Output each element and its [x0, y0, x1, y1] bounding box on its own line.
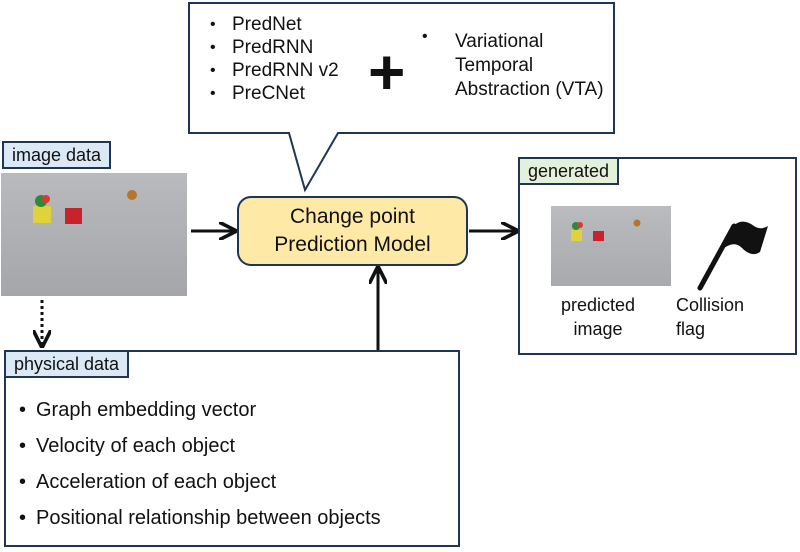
model-item: PredRNN v2 [192, 59, 382, 82]
model-list: PredNet PredRNN PredRNN v2 PreCNet [192, 13, 382, 105]
model-item: PreCNet [192, 82, 382, 105]
physical-item: Velocity of each object [6, 428, 456, 464]
model-title-line1: Change point [290, 205, 415, 228]
caption-line: predicted [560, 295, 636, 315]
vta-text: Variational Temporal Abstraction (VTA) [455, 30, 604, 102]
vta-line: Variational [455, 31, 544, 52]
physical-data-list: Graph embedding vector Velocity of each … [6, 392, 456, 536]
generated-label: generated [520, 159, 620, 185]
model-title-line2: Prediction Model [274, 233, 431, 256]
predicted-image-caption: predicted image [546, 293, 650, 341]
caption-line: flag [676, 319, 706, 339]
input-image [1, 173, 187, 296]
vta-bullet-icon: • [422, 28, 428, 45]
plus-symbol: + [368, 36, 406, 108]
physical-item: Positional relationship between objects [6, 500, 456, 536]
predicted-image [551, 206, 671, 286]
physical-item: Acceleration of each object [6, 464, 456, 500]
vta-line: Abstraction (VTA) [455, 79, 604, 100]
collision-flag-icon [697, 221, 768, 291]
image-data-label: image data [2, 141, 112, 169]
collision-flag-caption: Collision flag [676, 293, 744, 341]
caption-line: Collision [676, 295, 745, 315]
caption-line: image [573, 319, 623, 339]
vta-line: Temporal [455, 55, 534, 76]
model-item: PredRNN [192, 36, 382, 59]
input-scene-illustration [1, 173, 187, 296]
physical-item: Graph embedding vector [6, 392, 456, 428]
predicted-scene-illustration [551, 206, 671, 286]
model-item: PredNet [192, 13, 382, 36]
change-point-prediction-model: Change point Prediction Model [237, 196, 468, 266]
physical-data-label: physical data [6, 352, 130, 378]
